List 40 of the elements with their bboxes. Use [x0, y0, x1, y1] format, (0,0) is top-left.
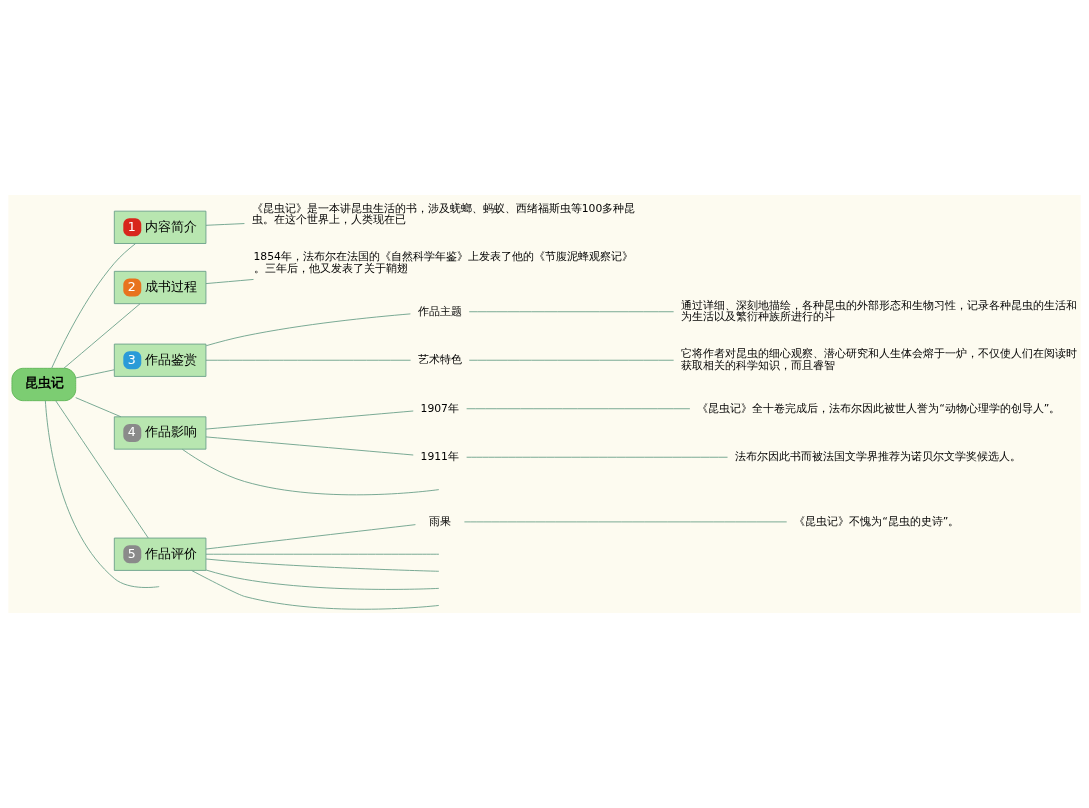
- connector: [205, 359, 412, 361]
- node-text: 1911年: [420, 450, 459, 464]
- connector: [75, 397, 122, 418]
- connector: [205, 279, 254, 285]
- node-text: 雨果: [428, 514, 451, 528]
- node-text: 1907年: [420, 401, 459, 415]
- connector: [75, 369, 115, 379]
- connector: [466, 456, 728, 458]
- connector: [468, 311, 675, 313]
- connector: [205, 558, 440, 572]
- node-text: 《昆虫记》全十卷完成后，法布尔因此被世人誉为“动物心理学的创导人”。: [697, 401, 1061, 415]
- node-text: 通过详细、深刻地描绘，各种昆虫的外部形态和生物习性，记录各种昆虫的生活和为生活以及繁衍种族所进行的斗: [681, 298, 1078, 324]
- connector: [205, 436, 414, 456]
- node-text: 艺术特色: [417, 353, 462, 367]
- node-box: 1 内容简介: [113, 210, 207, 244]
- connector: [463, 521, 788, 523]
- connector: [205, 553, 440, 555]
- node-box: 2 成书过程: [113, 270, 207, 305]
- connector: [468, 359, 675, 361]
- connector: [205, 410, 414, 430]
- connector: [51, 243, 137, 369]
- node-text: 法布尔因此书而被法国文学界推荐为诺贝尔文学奖候选人。: [734, 450, 1021, 464]
- connector: [44, 400, 160, 588]
- connector: [205, 223, 245, 226]
- connector: [181, 448, 440, 496]
- node-text: 它将作者对昆虫的细心观察、潜心研究和人生体会熔于一炉，不仅使人们在阅读时获取相关的科学知识，而且睿智: [681, 347, 1078, 372]
- node-text: 《昆虫记》是一本讲昆虫生活的书，涉及蜣螂、蚂蚁、西绪福斯虫等100多种昆虫。在这个世界上，人类现在已: [251, 201, 636, 227]
- connector: [191, 570, 440, 610]
- connector: [466, 408, 691, 410]
- node-box: 3 作品鉴赏: [113, 343, 207, 377]
- node-box: 4 作品影响: [113, 416, 207, 450]
- node-box: 5 作品评价: [113, 537, 207, 571]
- node-text: 1854年，法布尔在法国的《自然科学年鉴》上发表了他的《节腹泥蜂观察记》。三年后，他又发表了关于鞘翅: [253, 250, 633, 275]
- node-text: 《昆虫记》不愧为“昆虫的史诗”。: [794, 514, 960, 528]
- node-text: 作品主题: [417, 304, 462, 318]
- node-box: 昆虫记: [11, 367, 77, 402]
- connector: [205, 524, 416, 550]
- connector: [205, 313, 411, 347]
- connector: [205, 569, 440, 590]
- connector: [55, 400, 149, 539]
